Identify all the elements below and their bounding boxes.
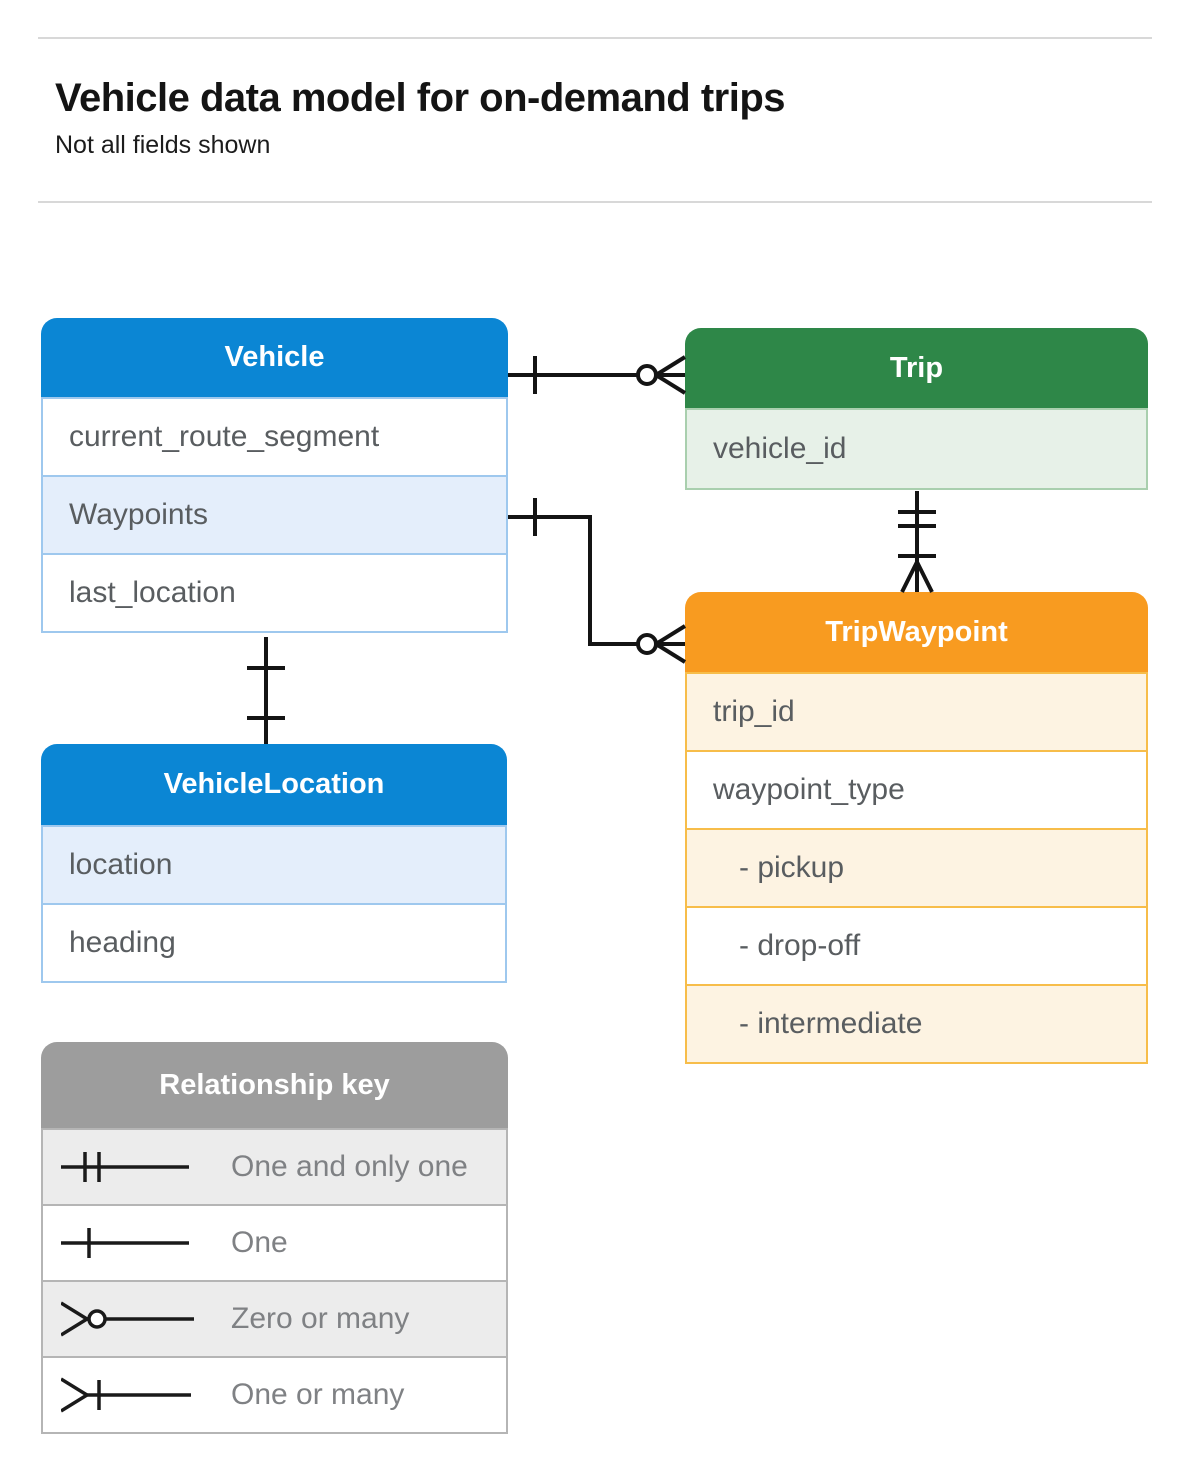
trip-waypoint-value-drop-off: - drop-off (685, 906, 1148, 986)
zero-or-many-icon (61, 1301, 194, 1337)
one-or-many-icon (61, 1377, 191, 1413)
legend-label: One and only one (231, 1150, 468, 1183)
page-title: Vehicle data model for on-demand trips (55, 76, 786, 120)
trip-field-vehicle-id: vehicle_id (685, 408, 1148, 490)
legend-label: Zero or many (231, 1302, 410, 1335)
top-divider (38, 37, 1152, 39)
vehicle-location-table-title: VehicleLocation (41, 744, 507, 825)
vehicle-trip-connector (508, 355, 687, 395)
legend-label: One or many (231, 1378, 405, 1411)
relationship-key-title: Relationship key (41, 1042, 508, 1128)
vehicle-field-current-route-segment: current_route_segment (41, 397, 508, 477)
vehicle-field-last-location: last_location (41, 553, 508, 633)
trip-waypoint-value-pickup: - pickup (685, 828, 1148, 908)
legend-item-zero-or-many: Zero or many (41, 1280, 508, 1358)
entity-table-vehicle: Vehicle current_route_segment Waypoints … (41, 318, 508, 633)
legend-label: One (231, 1226, 288, 1259)
vehicle-location-field-heading: heading (41, 903, 507, 983)
relationship-key: Relationship key One and only one One (41, 1042, 508, 1434)
trip-waypoint-field-waypoint-type: waypoint_type (685, 750, 1148, 830)
entity-table-vehicle-location: VehicleLocation location heading (41, 744, 507, 983)
trip-waypoint-table-title: TripWaypoint (685, 592, 1148, 672)
vehicle-table-title: Vehicle (41, 318, 508, 397)
vehicle-field-waypoints: Waypoints (41, 475, 508, 555)
one-icon (61, 1228, 189, 1258)
page-subtitle: Not all fields shown (55, 131, 271, 159)
one-and-only-one-icon (61, 1152, 189, 1182)
vehicle-vehicle-location-connector (247, 637, 285, 744)
waypoints-trip-waypoint-connector (508, 498, 687, 664)
legend-item-one-and-only-one: One and only one (41, 1128, 508, 1206)
trip-waypoint-field-trip-id: trip_id (685, 672, 1148, 752)
legend-item-one-or-many: One or many (41, 1356, 508, 1434)
title-divider (38, 201, 1152, 203)
legend-item-one: One (41, 1204, 508, 1282)
trip-waypoint-value-intermediate: - intermediate (685, 984, 1148, 1064)
entity-table-trip: Trip vehicle_id (685, 328, 1148, 490)
trip-table-title: Trip (685, 328, 1148, 408)
vehicle-location-field-location: location (41, 825, 507, 905)
entity-table-trip-waypoint: TripWaypoint trip_id waypoint_type - pic… (685, 592, 1148, 1064)
trip-trip-waypoint-connector (898, 491, 936, 593)
